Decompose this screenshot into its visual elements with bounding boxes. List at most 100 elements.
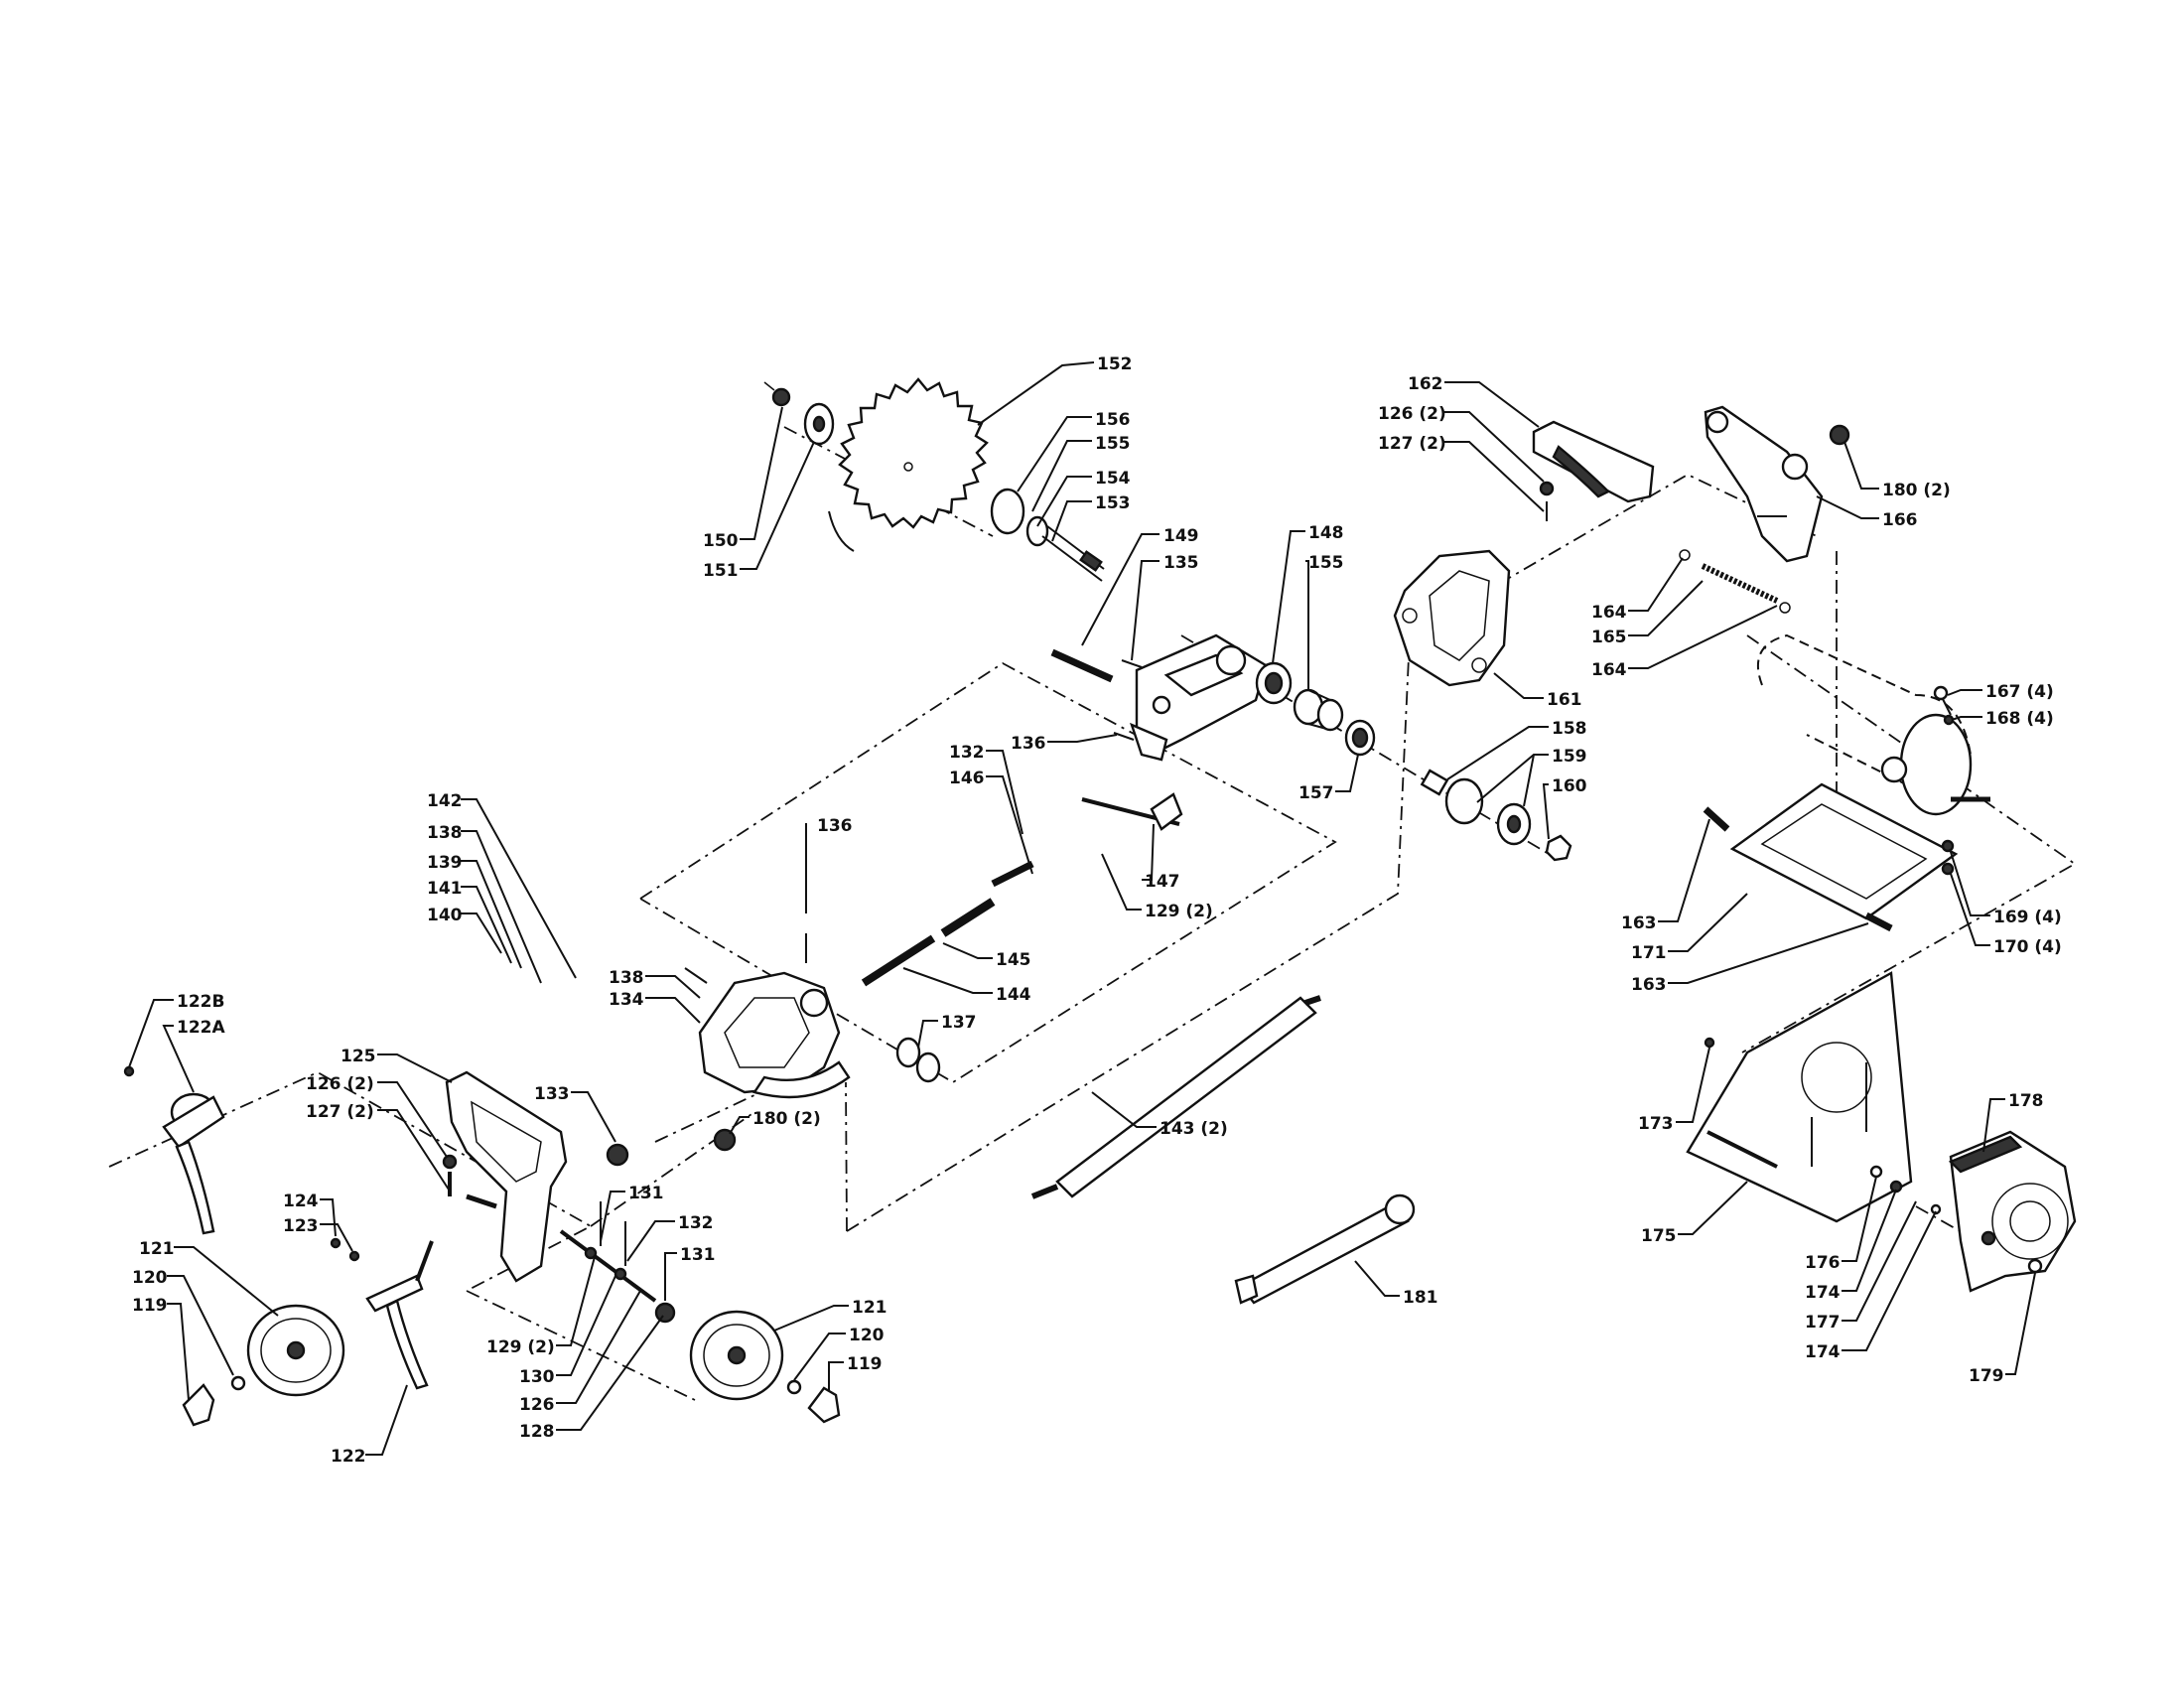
label-131b: 131	[680, 1245, 716, 1265]
label-164b: 164	[1591, 660, 1627, 680]
label-141: 141	[427, 879, 463, 899]
label-132a: 132	[949, 743, 985, 763]
label-140: 140	[427, 906, 463, 925]
label-160: 160	[1552, 776, 1587, 796]
label-178: 178	[2008, 1091, 2044, 1111]
label-122: 122	[331, 1447, 366, 1467]
pin-135	[1121, 659, 1143, 668]
nut-169-170	[1941, 839, 1955, 876]
label-152: 152	[1097, 354, 1133, 374]
bracket-166	[1704, 405, 1824, 563]
label-147: 147	[1145, 872, 1180, 892]
nut-160	[1545, 834, 1572, 862]
label-120b: 120	[849, 1326, 885, 1345]
screws-126-127-left	[442, 1154, 458, 1196]
label-146: 146	[949, 769, 985, 788]
bearing-155	[1293, 688, 1344, 732]
label-126-top: 126 (2)	[1378, 404, 1446, 424]
label-121a: 121	[139, 1239, 175, 1259]
label-154: 154	[1095, 469, 1131, 489]
label-150: 150	[703, 531, 739, 551]
wrench-181	[1234, 1193, 1416, 1305]
label-145: 145	[996, 950, 1031, 970]
arbor-shaft	[990, 488, 1105, 582]
label-157: 157	[1298, 783, 1334, 803]
nut-180-mid	[713, 1128, 737, 1152]
label-136a: 136	[1011, 734, 1046, 754]
knob-119a	[182, 1383, 215, 1427]
label-162: 162	[1408, 374, 1443, 394]
label-153: 153	[1095, 493, 1131, 513]
label-155b: 155	[1308, 553, 1344, 573]
washer-120a	[230, 1375, 246, 1391]
arbor-nut-150	[763, 381, 791, 407]
knob-133	[606, 1143, 629, 1167]
label-149: 149	[1163, 526, 1199, 546]
label-129a: 129 (2)	[1145, 902, 1213, 921]
pin-163b	[1864, 912, 1893, 932]
washer-120b	[786, 1379, 802, 1395]
bolt-167	[1933, 685, 1955, 726]
label-181: 181	[1403, 1288, 1438, 1308]
label-138: 138	[427, 823, 463, 843]
handwheel-121b	[689, 1310, 784, 1401]
screw-179	[2027, 1258, 2043, 1274]
spacer-158	[1420, 769, 1449, 796]
screws-126-127-top	[1539, 481, 1555, 521]
flange-151	[803, 402, 835, 446]
bracket-125	[445, 1070, 568, 1283]
pin-149	[1050, 648, 1114, 683]
label-136b: 136	[817, 816, 853, 836]
label-127-top: 127 (2)	[1378, 434, 1446, 454]
label-125: 125	[341, 1047, 376, 1066]
label-179: 179	[1969, 1366, 2004, 1386]
label-165: 165	[1591, 628, 1627, 647]
label-156: 156	[1095, 410, 1131, 430]
label-159: 159	[1552, 747, 1587, 767]
knob-119b	[807, 1386, 841, 1424]
label-119a: 119	[132, 1296, 168, 1316]
label-164a: 164	[1591, 603, 1627, 623]
label-148: 148	[1308, 523, 1344, 543]
label-158: 158	[1552, 719, 1587, 739]
motor	[1729, 633, 1990, 920]
label-134: 134	[609, 990, 644, 1010]
label-163b: 163	[1631, 975, 1667, 995]
housing-161	[1393, 549, 1511, 687]
label-163a: 163	[1621, 913, 1657, 933]
pulley-cover-178	[1948, 1130, 2077, 1293]
label-169: 169 (4)	[1993, 908, 2062, 927]
trunnion-134	[684, 933, 851, 1099]
label-138b: 138	[609, 968, 644, 988]
label-127-left: 127 (2)	[306, 1102, 374, 1122]
label-144: 144	[996, 985, 1031, 1005]
label-177: 177	[1805, 1313, 1841, 1333]
label-173: 173	[1638, 1114, 1674, 1134]
guard-162	[1532, 420, 1655, 503]
label-174b: 174	[1805, 1342, 1841, 1362]
label-171: 171	[1631, 943, 1667, 963]
handwheel-121a	[246, 1304, 345, 1397]
label-161: 161	[1547, 690, 1582, 710]
label-143: 143 (2)	[1160, 1119, 1228, 1139]
label-123: 123	[283, 1216, 319, 1236]
label-122A: 122A	[177, 1018, 225, 1038]
spring-165	[1679, 549, 1791, 614]
label-166: 166	[1882, 510, 1918, 530]
label-130: 130	[519, 1367, 555, 1387]
label-135: 135	[1163, 553, 1199, 573]
label-119b: 119	[847, 1354, 883, 1374]
pin-163a	[1703, 806, 1730, 832]
label-175: 175	[1641, 1226, 1677, 1246]
motor-plate-175	[1686, 971, 1913, 1223]
crank-122	[330, 1237, 434, 1390]
saw-blade	[828, 377, 989, 552]
leader-lines	[128, 361, 2036, 1456]
label-168: 168 (4)	[1985, 709, 2054, 729]
label-120a: 120	[132, 1268, 168, 1288]
label-124: 124	[283, 1192, 319, 1211]
label-132b: 132	[678, 1213, 714, 1233]
label-180-top: 180 (2)	[1882, 481, 1951, 500]
label-129b: 129 (2)	[486, 1337, 555, 1357]
